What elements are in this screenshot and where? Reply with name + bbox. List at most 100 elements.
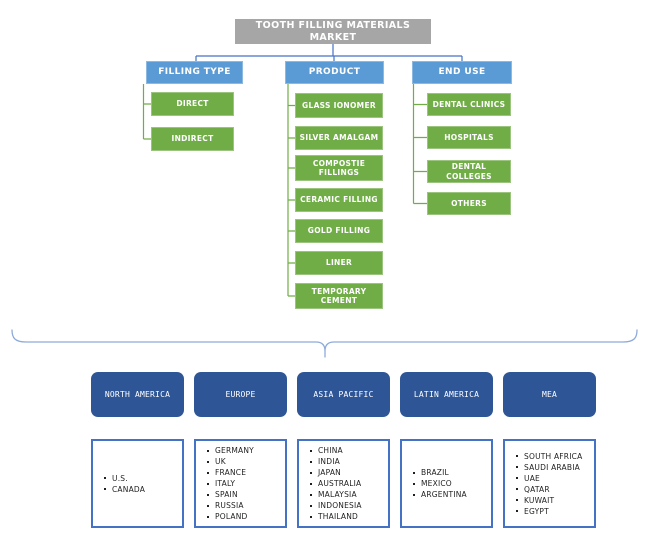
country-item: BRAZIL <box>413 467 449 478</box>
country-item: SPAIN <box>207 489 238 500</box>
country-label: POLAND <box>215 512 248 521</box>
bullet-icon <box>207 460 209 463</box>
bullet-icon <box>516 499 518 501</box>
leaf-silver-amalgam: SILVER AMALGAM <box>295 126 383 150</box>
bullet-icon <box>310 460 312 463</box>
country-item: MALAYSIA <box>310 489 357 500</box>
filling-type-child-connector <box>142 84 151 140</box>
bullet-icon <box>310 482 312 485</box>
country-item: MEXICO <box>413 478 452 489</box>
country-label: KUWAIT <box>524 495 555 505</box>
country-item: KUWAIT <box>516 495 554 506</box>
bullet-icon <box>516 466 518 468</box>
country-label: JAPAN <box>318 468 341 477</box>
bullet-icon <box>104 488 106 490</box>
country-item: CHINA <box>310 445 343 456</box>
country-list-europe: GERMANY UK FRANCE ITALY SPAIN RUSSIA POL… <box>194 439 287 528</box>
branch-product: PRODUCT <box>285 61 384 84</box>
country-label: AUSTRALIA <box>318 479 362 488</box>
country-label: UAE <box>524 473 540 483</box>
bullet-icon <box>207 449 209 452</box>
country-item: UAE <box>516 473 540 484</box>
bullet-icon <box>310 471 312 474</box>
brace-shape <box>11 329 638 358</box>
country-label: SPAIN <box>215 490 238 499</box>
leaf-compostie-fillings: COMPOSTIE FILLINGS <box>295 155 383 181</box>
country-item: ITALY <box>207 478 235 489</box>
country-list-north-america: U.S. CANADA <box>91 439 184 528</box>
bullet-icon <box>310 504 312 507</box>
bullet-icon <box>207 482 209 485</box>
country-label: EGYPT <box>524 506 549 516</box>
bullet-icon <box>207 504 209 507</box>
country-item: INDIA <box>310 456 340 467</box>
country-item: POLAND <box>207 511 248 522</box>
leaf-temporary-cement: TEMPORARY CEMENT <box>295 283 383 309</box>
root-node: TOOTH FILLING MATERIALS MARKET <box>235 19 431 44</box>
bullet-icon <box>310 493 312 496</box>
country-item: JAPAN <box>310 467 341 478</box>
country-item: EGYPT <box>516 506 549 517</box>
country-label: CHINA <box>318 446 343 455</box>
country-label: RUSSIA <box>215 501 244 510</box>
country-label: GERMANY <box>215 446 254 455</box>
bullet-icon <box>207 471 209 474</box>
country-label: MEXICO <box>421 479 452 488</box>
country-label: ITALY <box>215 479 236 488</box>
region-asia-pacific: ASIA PACIFIC <box>297 372 390 417</box>
bullet-icon <box>516 488 518 490</box>
bullet-icon <box>310 515 312 518</box>
country-item: SOUTH AFRICA <box>516 451 582 462</box>
country-item: GERMANY <box>207 445 254 456</box>
leaf-dental-colleges: DENTAL COLLEGES <box>427 160 511 183</box>
country-label: INDONESIA <box>318 501 362 510</box>
bullet-icon <box>104 477 106 479</box>
country-label: ARGENTINA <box>421 490 467 499</box>
region-mea: MEA <box>503 372 596 417</box>
country-label: SAUDI ARABIA <box>524 462 580 472</box>
leaf-hospitals: HOSPITALS <box>427 126 511 149</box>
country-label: UK <box>215 457 226 466</box>
branch-end-use: END USE <box>412 61 512 84</box>
country-label: BRAZIL <box>421 468 449 477</box>
leaf-liner: LINER <box>295 251 383 275</box>
country-list-latin-america: BRAZIL MEXICO ARGENTINA <box>400 439 493 528</box>
bullet-icon <box>516 510 518 512</box>
bullet-icon <box>310 449 312 452</box>
country-label: U.S. <box>112 473 128 483</box>
root-branch-connector <box>195 44 463 61</box>
country-item: UK <box>207 456 226 467</box>
country-item: CANADA <box>104 484 145 495</box>
country-item: THAILAND <box>310 511 358 522</box>
country-list-asia-pacific: CHINA INDIA JAPAN AUSTRALIA MALAYSIA IND… <box>297 439 390 528</box>
country-item: INDONESIA <box>310 500 362 511</box>
country-label: QATAR <box>524 484 550 494</box>
bullet-icon <box>207 515 209 518</box>
leaf-glass-ionomer: GLASS IONOMER <box>295 93 383 118</box>
leaf-indirect: INDIRECT <box>151 127 234 151</box>
country-item: SAUDI ARABIA <box>516 462 580 473</box>
country-list-mea: SOUTH AFRICA SAUDI ARABIA UAE QATAR KUWA… <box>503 439 596 528</box>
leaf-dental-clinics: DENTAL CLINICS <box>427 93 511 116</box>
country-item: AUSTRALIA <box>310 478 361 489</box>
leaf-ceramic-filling: CERAMIC FILLING <box>295 188 383 212</box>
product-child-connector <box>287 84 295 297</box>
country-item: U.S. <box>104 473 128 484</box>
branch-filling-type: FILLING TYPE <box>146 61 243 84</box>
region-north-america: NORTH AMERICA <box>91 372 184 417</box>
bullet-icon <box>413 471 415 474</box>
country-label: SOUTH AFRICA <box>524 451 583 461</box>
bullet-icon <box>516 477 518 479</box>
country-label: INDIA <box>318 457 340 466</box>
country-item: QATAR <box>516 484 550 495</box>
region-latin-america: LATIN AMERICA <box>400 372 493 417</box>
country-label: CANADA <box>112 484 146 494</box>
country-label: MALAYSIA <box>318 490 357 499</box>
country-item: RUSSIA <box>207 500 244 511</box>
bullet-icon <box>413 493 415 496</box>
country-item: ARGENTINA <box>413 489 467 500</box>
end-use-child-connector <box>412 84 427 205</box>
country-item: FRANCE <box>207 467 246 478</box>
bullet-icon <box>516 455 518 457</box>
